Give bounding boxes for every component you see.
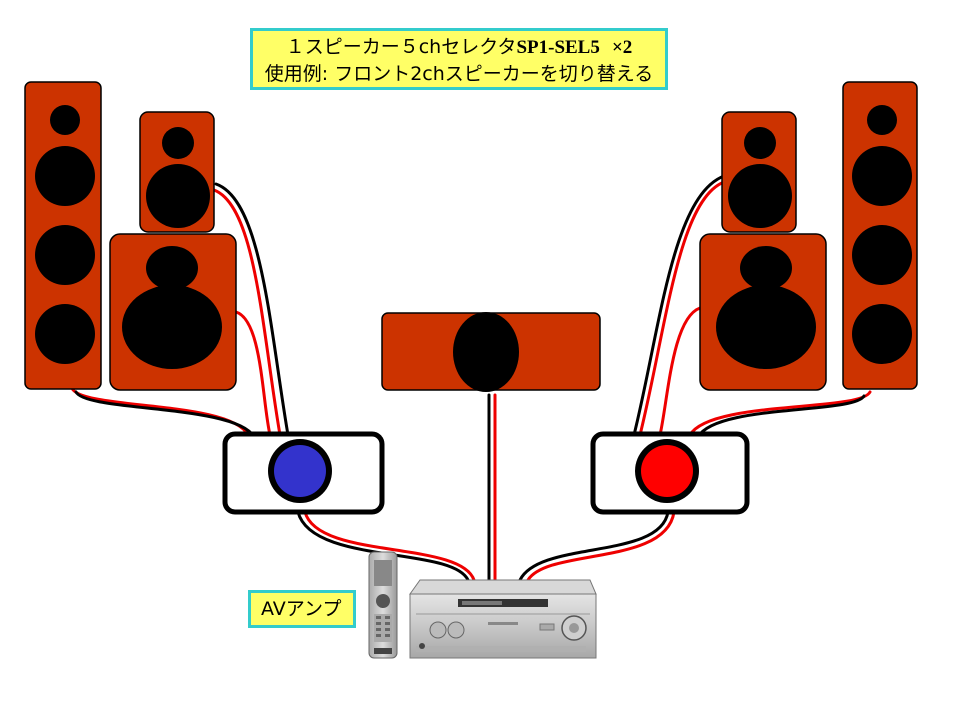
woofer bbox=[35, 146, 95, 206]
wire-right-small-black bbox=[632, 174, 726, 437]
tweeter bbox=[744, 127, 776, 159]
amp-label: AVアンプ bbox=[248, 590, 356, 628]
wire-left-small-red bbox=[212, 188, 282, 437]
amp-knob bbox=[429, 621, 447, 639]
speaker-right-tall bbox=[842, 81, 918, 390]
woofer bbox=[35, 225, 95, 285]
woofer bbox=[35, 304, 95, 364]
tweeter bbox=[867, 105, 897, 135]
tweeter bbox=[740, 246, 792, 290]
wire-left-tall-red bbox=[70, 386, 250, 437]
speaker-center bbox=[381, 312, 601, 392]
tweeter bbox=[162, 127, 194, 159]
woofer bbox=[122, 285, 222, 369]
remote-control bbox=[368, 551, 398, 659]
tweeter bbox=[146, 246, 198, 290]
wire-right-small-red bbox=[638, 180, 726, 437]
wire-right-tall-red bbox=[688, 390, 872, 437]
woofer bbox=[852, 304, 912, 364]
tweeter bbox=[50, 105, 80, 135]
woofer bbox=[453, 312, 519, 392]
wire-left-small-black bbox=[214, 182, 290, 437]
speaker-right-small bbox=[721, 111, 797, 233]
wire-right-woofer-red bbox=[658, 306, 702, 437]
diagram-title: １スピーカー５chセレクタSP1-SEL5 ×2 使用例: フロント2chスピー… bbox=[250, 28, 668, 90]
wire-left-selector-amp-red bbox=[303, 510, 476, 582]
woofer bbox=[716, 285, 816, 369]
av-amplifier bbox=[409, 579, 597, 659]
amp-knob bbox=[447, 621, 465, 639]
speaker-left-tall bbox=[24, 81, 102, 390]
speaker-left-woofer bbox=[109, 233, 237, 391]
wire-right-selector-amp-red bbox=[526, 510, 676, 582]
wires bbox=[70, 174, 872, 582]
speaker-right-woofer bbox=[699, 233, 827, 391]
title-prefix: １スピーカー５chセレクタ bbox=[285, 36, 517, 58]
woofer bbox=[146, 164, 210, 228]
wire-left-tall-black bbox=[74, 390, 256, 439]
wire-left-woofer-red bbox=[234, 310, 272, 437]
title-line-2: 使用例: フロント2chスピーカーを切り替える bbox=[264, 63, 654, 85]
amp-display bbox=[458, 599, 548, 607]
title-line-1: １スピーカー５chセレクタSP1-SEL5 ×2 bbox=[253, 34, 665, 61]
selector-left bbox=[222, 431, 385, 515]
woofer bbox=[852, 146, 912, 206]
title-model: SP1-SEL5 bbox=[516, 37, 600, 58]
woofer bbox=[728, 164, 792, 228]
speaker-left-small bbox=[139, 111, 215, 233]
wire-right-selector-amp-black bbox=[518, 510, 670, 582]
woofer bbox=[852, 225, 912, 285]
selector-right bbox=[590, 431, 750, 515]
wire-right-tall-black bbox=[696, 394, 866, 439]
title-suffix: ×2 bbox=[611, 37, 633, 58]
